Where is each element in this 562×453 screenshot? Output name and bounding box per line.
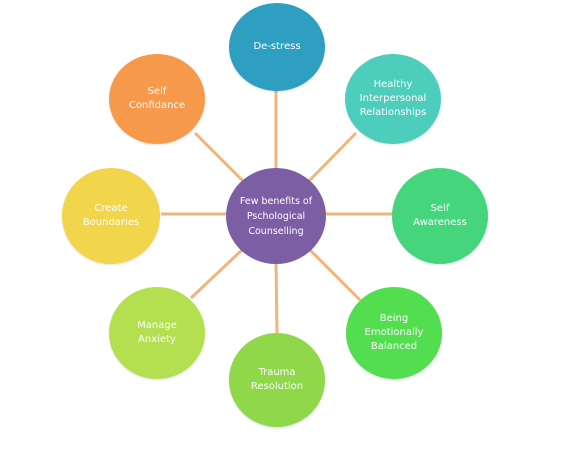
connector-trauma-resolution: [274, 261, 279, 334]
node-create-boundaries-label: Create Boundaries: [82, 203, 140, 228]
connector-healthy-interpersonal-relationships: [304, 131, 358, 186]
node-healthy-interpersonal-relationships-label: Healthy Interpersonal Relationships: [359, 79, 427, 118]
node-self-confidance: Self Confidance: [109, 54, 205, 144]
center-node: Few benefits of Pschological Counselling: [226, 168, 326, 264]
connector-self-confidance: [193, 131, 246, 184]
node-being-emotionally-balanced-label: Being Emotionally Balanced: [364, 313, 424, 352]
node-de-stress: De-stress: [229, 3, 325, 91]
center-label: Few benefits of Pschological Counselling: [239, 195, 313, 237]
node-self-awareness-label: Self Awareness: [413, 203, 467, 228]
node-being-emotionally-balanced: Being Emotionally Balanced: [346, 287, 442, 379]
connector-manage-anxiety: [189, 246, 246, 300]
node-de-stress-label: De-stress: [253, 41, 301, 52]
node-self-awareness: Self Awareness: [392, 168, 488, 264]
node-trauma-resolution-label: Trauma Resolution: [250, 367, 304, 392]
node-create-boundaries: Create Boundaries: [62, 168, 160, 264]
node-self-confidance-label: Self Confidance: [128, 86, 186, 111]
node-healthy-interpersonal-relationships: Healthy Interpersonal Relationships: [345, 54, 441, 144]
node-manage-anxiety: Manage Anxiety: [109, 287, 205, 379]
connector-being-emotionally-balanced: [304, 244, 362, 302]
node-manage-anxiety-label: Manage Anxiety: [137, 320, 177, 345]
node-trauma-resolution: Trauma Resolution: [229, 333, 325, 427]
